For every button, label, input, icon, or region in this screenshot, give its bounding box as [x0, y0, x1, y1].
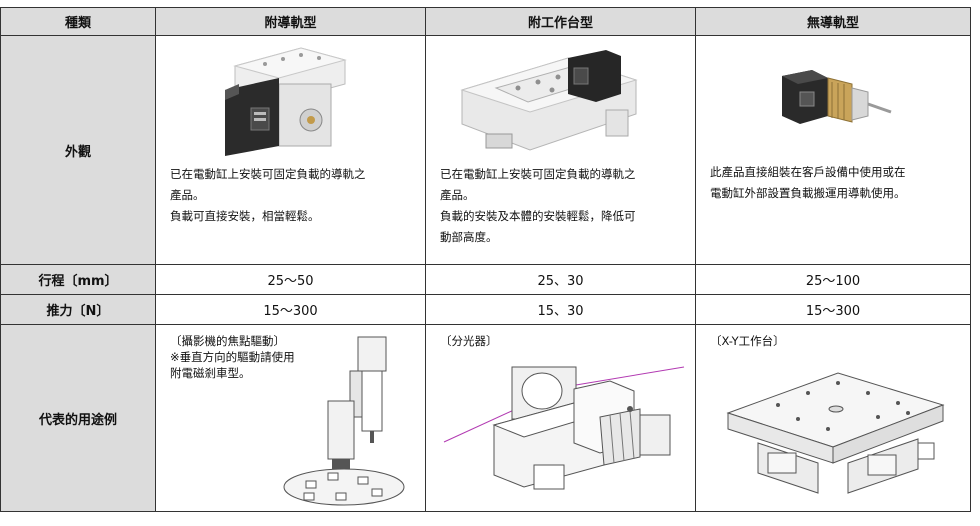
header-type: 種類: [0, 7, 156, 36]
stroke-rodless: 25～100: [695, 264, 971, 295]
rodless-desc-line: 電動缸外部設置負載搬運用導軌使用。: [710, 186, 906, 200]
usage-guided-cell: 〔攝影機的焦點驅動〕 ※垂直方向的驅動請使用 附電磁剎車型。: [155, 324, 426, 512]
usage-row: 代表的用途例 〔攝影機的焦點驅動〕 ※垂直方向的驅動請使用 附電磁剎車型。: [0, 324, 971, 512]
usage-table-cell: 〔分光器〕: [425, 324, 696, 512]
table-actuator-photo-icon: [460, 50, 638, 151]
guided-description: 已在電動缸上安裝可固定負載的導軌之 產品。 負載可直接安裝，相當輕鬆。: [170, 164, 366, 227]
rodless-description: 此產品直接組裝在客戶設備中使用或在 電動缸外部設置負載搬運用導軌使用。: [710, 162, 906, 204]
rodless-desc-line: 此產品直接組裝在客戶設備中使用或在: [710, 165, 906, 179]
force-table: 15、30: [425, 294, 696, 325]
appearance-guided-cell: 已在電動缸上安裝可固定負載的導軌之 產品。 負載可直接安裝，相當輕鬆。: [155, 35, 426, 265]
table-desc-line: 產品。: [440, 188, 475, 202]
header-row: 種類 附導軌型 附工作台型 無導軌型: [0, 7, 971, 36]
stroke-label: 行程〔mm〕: [0, 264, 156, 295]
appearance-row: 外觀 已在電動缸上安裝可固定負載的導軌之 產品。: [0, 35, 971, 265]
usage-caption-line: ※垂直方向的驅動請使用: [170, 350, 295, 364]
usage-caption-line: 附電磁剎車型。: [170, 366, 251, 380]
header-table: 附工作台型: [425, 7, 696, 36]
appearance-table-cell: 已在電動缸上安裝可固定負載的導軌之 產品。 負載的安裝及本體的安裝輕鬆，降低可 …: [425, 35, 696, 265]
usage-caption-line: 〔攝影機的焦點驅動〕: [170, 334, 285, 348]
stroke-row: 行程〔mm〕 25～50 25、30 25～100: [0, 264, 971, 295]
camera-focus-illustration-icon: [283, 336, 405, 506]
header-guided: 附導軌型: [155, 7, 426, 36]
usage-rodless-cell: 〔X-Y工作台〕: [695, 324, 971, 512]
appearance-label: 外觀: [0, 35, 156, 265]
usage-label: 代表的用途例: [0, 324, 156, 512]
xy-table-caption: 〔X-Y工作台〕: [710, 333, 785, 349]
guided-actuator-photo-icon: [225, 47, 347, 156]
table-desc-line: 負載的安裝及本體的安裝輕鬆，降低可: [440, 209, 636, 223]
header-rodless: 無導軌型: [695, 7, 971, 36]
spec-table: 種類 附導軌型 附工作台型 無導軌型 外觀: [0, 7, 971, 512]
force-label: 推力〔N〕: [0, 294, 156, 325]
table-desc-line: 已在電動缸上安裝可固定負載的導軌之: [440, 167, 636, 181]
force-row: 推力〔N〕 15～300 15、30 15～300: [0, 294, 971, 325]
force-rodless: 15～300: [695, 294, 971, 325]
beam-splitter-caption: 〔分光器〕: [440, 333, 498, 349]
appearance-rodless-cell: 此產品直接組裝在客戶設備中使用或在 電動缸外部設置負載搬運用導軌使用。: [695, 35, 971, 265]
stroke-table: 25、30: [425, 264, 696, 295]
usage-caption-line: 〔X-Y工作台〕: [710, 334, 785, 348]
table-description: 已在電動缸上安裝可固定負載的導軌之 產品。 負載的安裝及本體的安裝輕鬆，降低可 …: [440, 164, 636, 248]
stroke-guided: 25～50: [155, 264, 426, 295]
xy-table-illustration-icon: [726, 372, 945, 494]
beam-splitter-illustration-icon: [443, 366, 685, 490]
camera-focus-caption: 〔攝影機的焦點驅動〕 ※垂直方向的驅動請使用 附電磁剎車型。: [170, 333, 295, 381]
rodless-actuator-photo-icon: [782, 70, 892, 124]
force-guided: 15～300: [155, 294, 426, 325]
table-desc-line: 動部高度。: [440, 230, 498, 244]
guided-desc-line: 負載可直接安裝，相當輕鬆。: [170, 209, 320, 223]
guided-desc-line: 已在電動缸上安裝可固定負載的導軌之: [170, 167, 366, 181]
usage-caption-line: 〔分光器〕: [440, 334, 498, 348]
guided-desc-line: 產品。: [170, 188, 205, 202]
